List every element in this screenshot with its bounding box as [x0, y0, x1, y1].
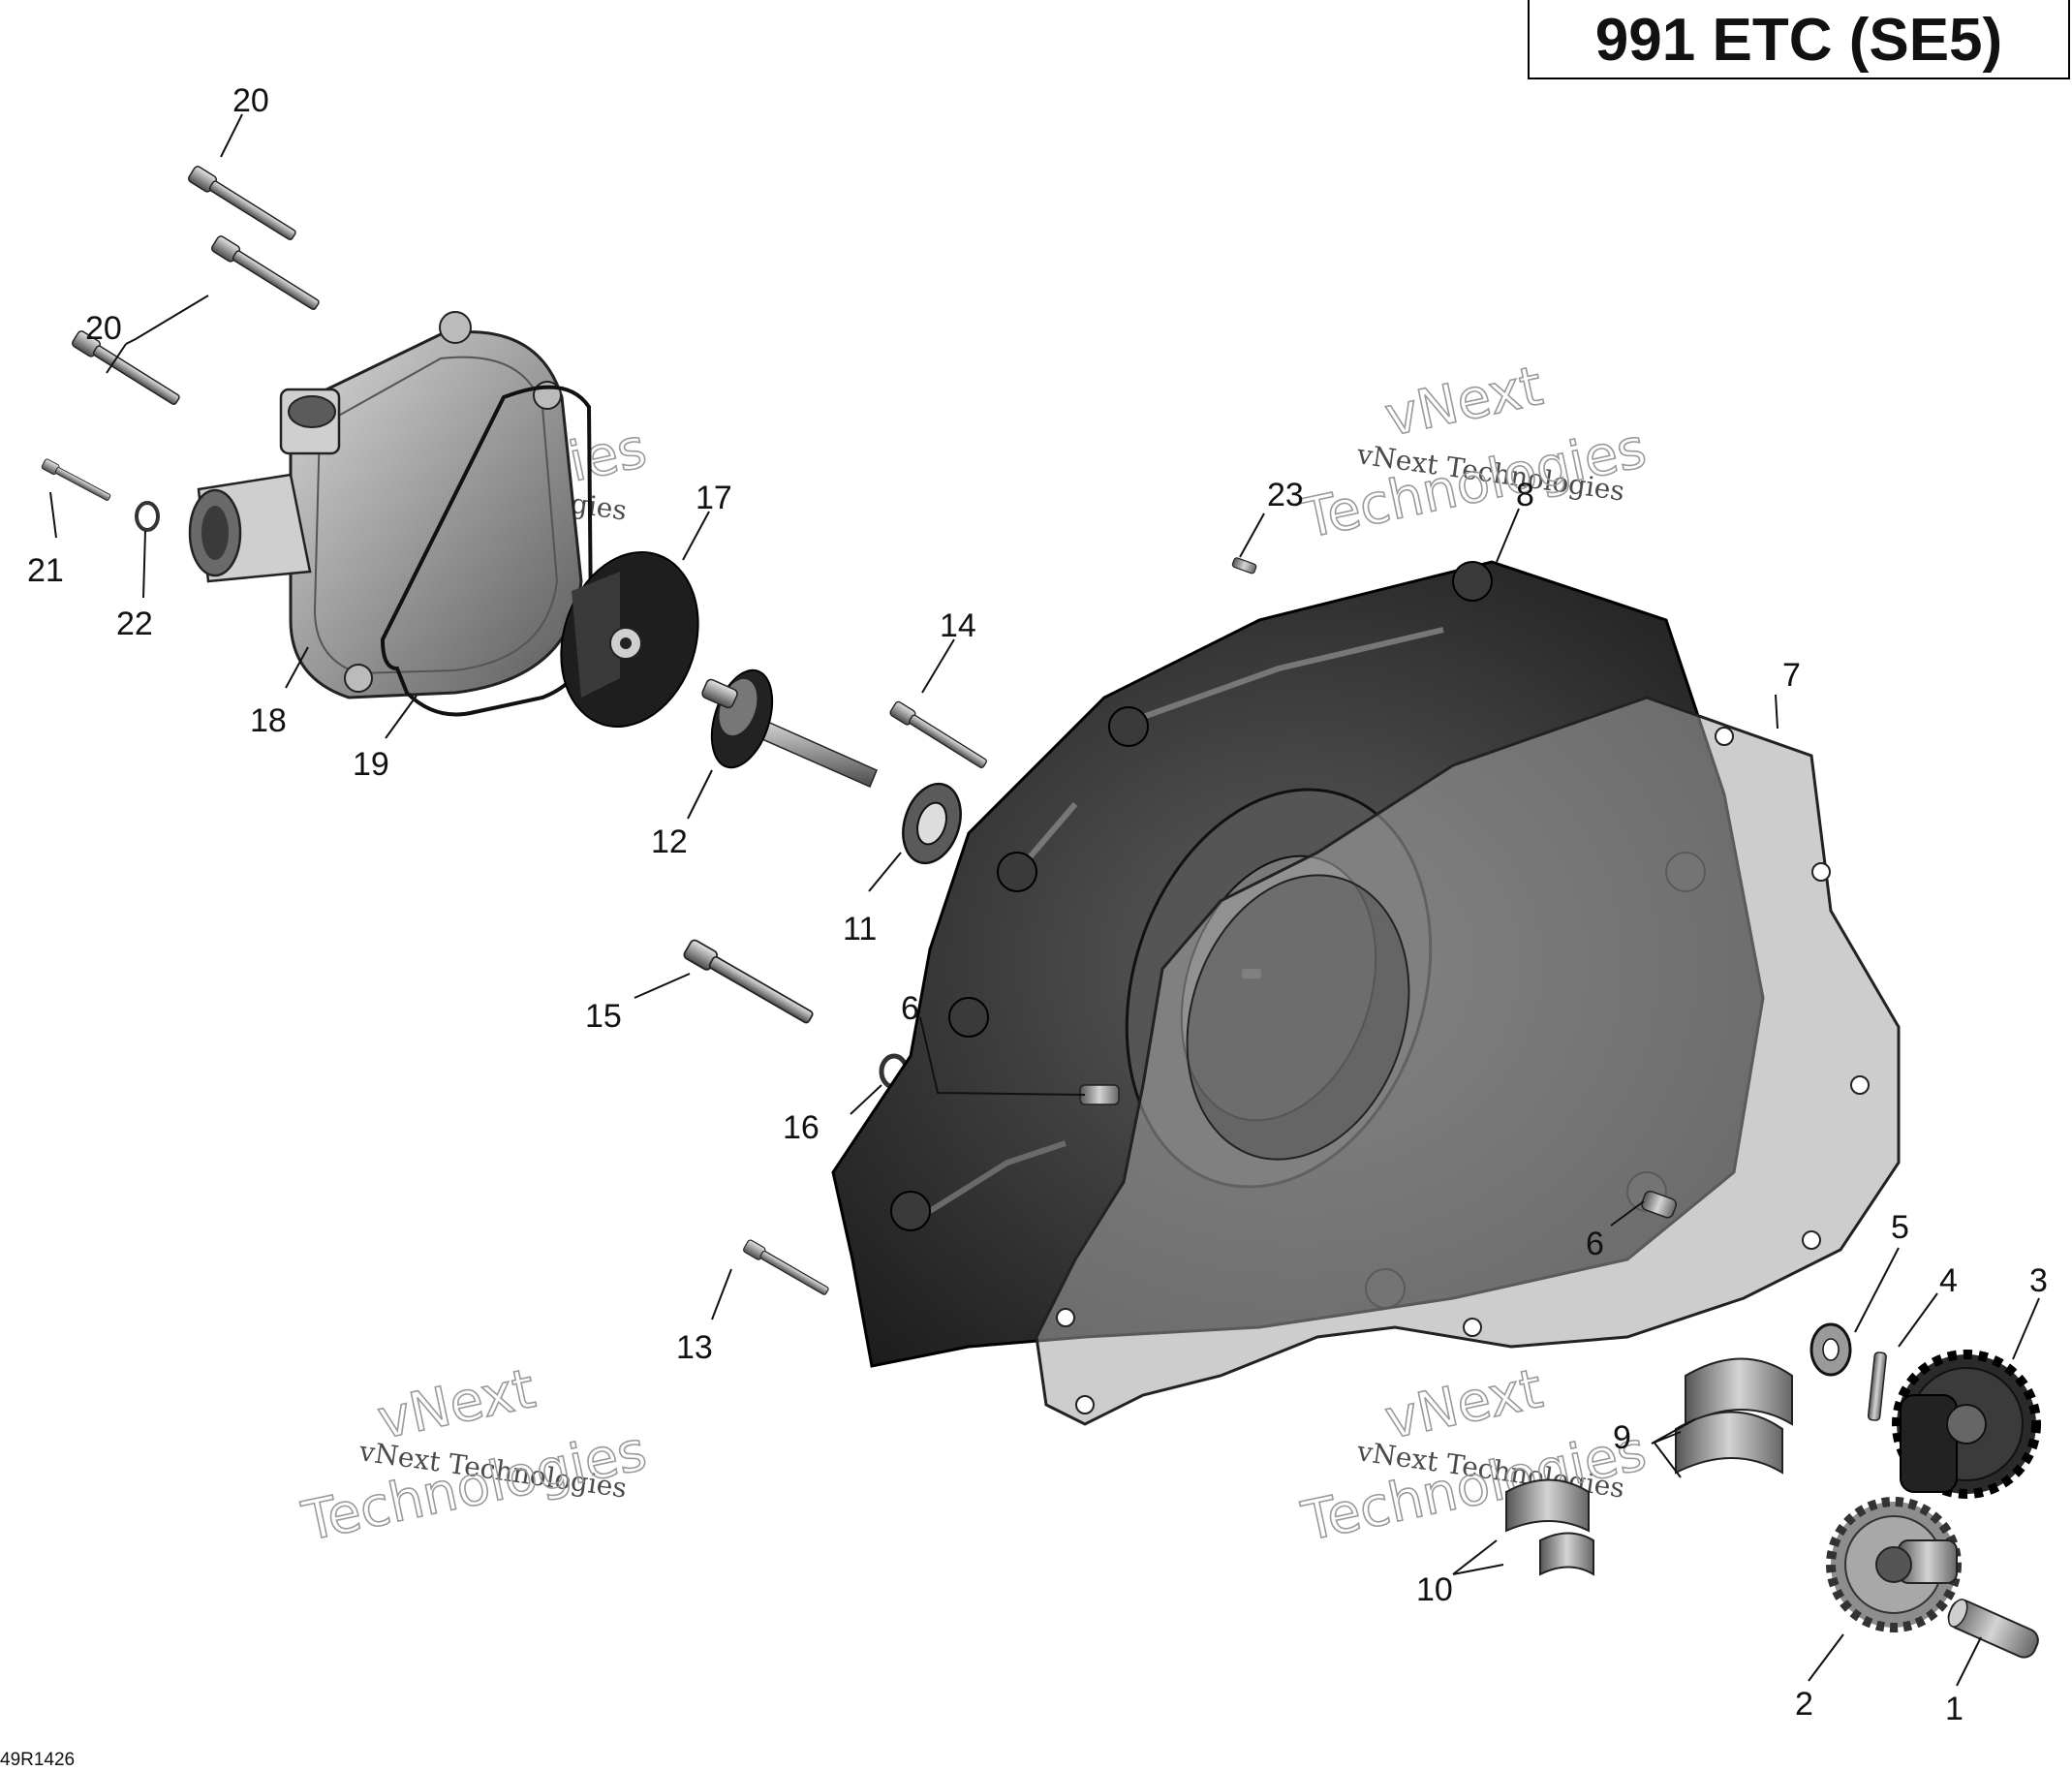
callout-14: 14 [940, 607, 976, 644]
svg-text:vNext: vNext [372, 1357, 541, 1452]
callout-6-lower: 6 [1586, 1226, 1604, 1262]
part-14-bolt [888, 699, 990, 772]
callout-10: 10 [1416, 1571, 1453, 1608]
svg-text:Technologies: Technologies [296, 1419, 651, 1554]
callout-15: 15 [585, 998, 622, 1035]
callout-3: 3 [2029, 1262, 2048, 1299]
callout-17: 17 [696, 480, 732, 516]
part-22-washer [135, 501, 160, 532]
watermark-top-right: vNext vNext Technologies Technologies [1296, 354, 1653, 551]
model-title: 991 ETC (SE5) [1594, 7, 2003, 74]
callout-9: 9 [1613, 1419, 1631, 1456]
leader-lines [49, 113, 2040, 1687]
part-7-cover-gasket [1035, 696, 1901, 1426]
callout-16: 16 [783, 1109, 820, 1146]
callout-2: 2 [1795, 1686, 1813, 1723]
callout-22: 22 [116, 606, 153, 642]
svg-text:Technologies: Technologies [1296, 417, 1651, 551]
part-20-bolt-upper [186, 164, 299, 245]
svg-text:vNext: vNext [1379, 1357, 1548, 1452]
callout-8: 8 [1516, 477, 1534, 513]
callout-13: 13 [676, 1329, 713, 1366]
part-2-gear [1826, 1497, 1962, 1632]
callout-5: 5 [1891, 1209, 1909, 1246]
callout-12: 12 [651, 823, 688, 860]
callout-21: 21 [27, 552, 64, 589]
part-1-shaft [1947, 1599, 2039, 1659]
part-6-dowel-lower [1641, 1190, 1678, 1219]
part-19-pump-cover-gasket [380, 385, 594, 717]
model-title-box: 991 ETC (SE5) [1528, 0, 2070, 79]
callout-19: 19 [353, 746, 389, 783]
callout-20-top: 20 [232, 82, 269, 119]
callout-23: 23 [1267, 477, 1304, 513]
callout-7: 7 [1782, 657, 1801, 694]
watermark-bottom-right: vNext vNext Technologies Technologies [1296, 1356, 1653, 1554]
callout-1: 1 [1945, 1691, 1964, 1727]
watermark-bottom-left: vNext vNext Technologies Technologies [296, 1356, 653, 1554]
callout-6-upper: 6 [901, 990, 919, 1027]
part-12-pump-shaft [701, 668, 878, 788]
diagram-reference-code: 49R1426 [0, 1750, 76, 1770]
part-4-pin [1867, 1352, 1887, 1421]
callout-18: 18 [250, 702, 287, 739]
part-10-bushing [1505, 1478, 1594, 1576]
part-17-impeller [560, 551, 699, 728]
callout-11: 11 [843, 911, 877, 948]
part-20-bolt-middle [209, 233, 323, 315]
part-3-gear [1892, 1350, 2041, 1499]
part-15-bolt [681, 937, 817, 1029]
part-23-pin [1231, 557, 1257, 575]
callout-labels: 20 20 21 22 18 19 17 14 12 11 15 6 16 13… [27, 82, 2048, 1727]
svg-text:Technologies: Technologies [1296, 1419, 1651, 1554]
callout-4: 4 [1939, 1262, 1958, 1299]
callout-20-mid: 20 [85, 310, 122, 347]
part-9-bushing [1675, 1357, 1793, 1475]
part-18-water-pump-cover [188, 311, 583, 699]
part-13-bolt [741, 1238, 831, 1299]
svg-text:vNext: vNext [1379, 355, 1548, 450]
part-11-seal [902, 782, 962, 865]
